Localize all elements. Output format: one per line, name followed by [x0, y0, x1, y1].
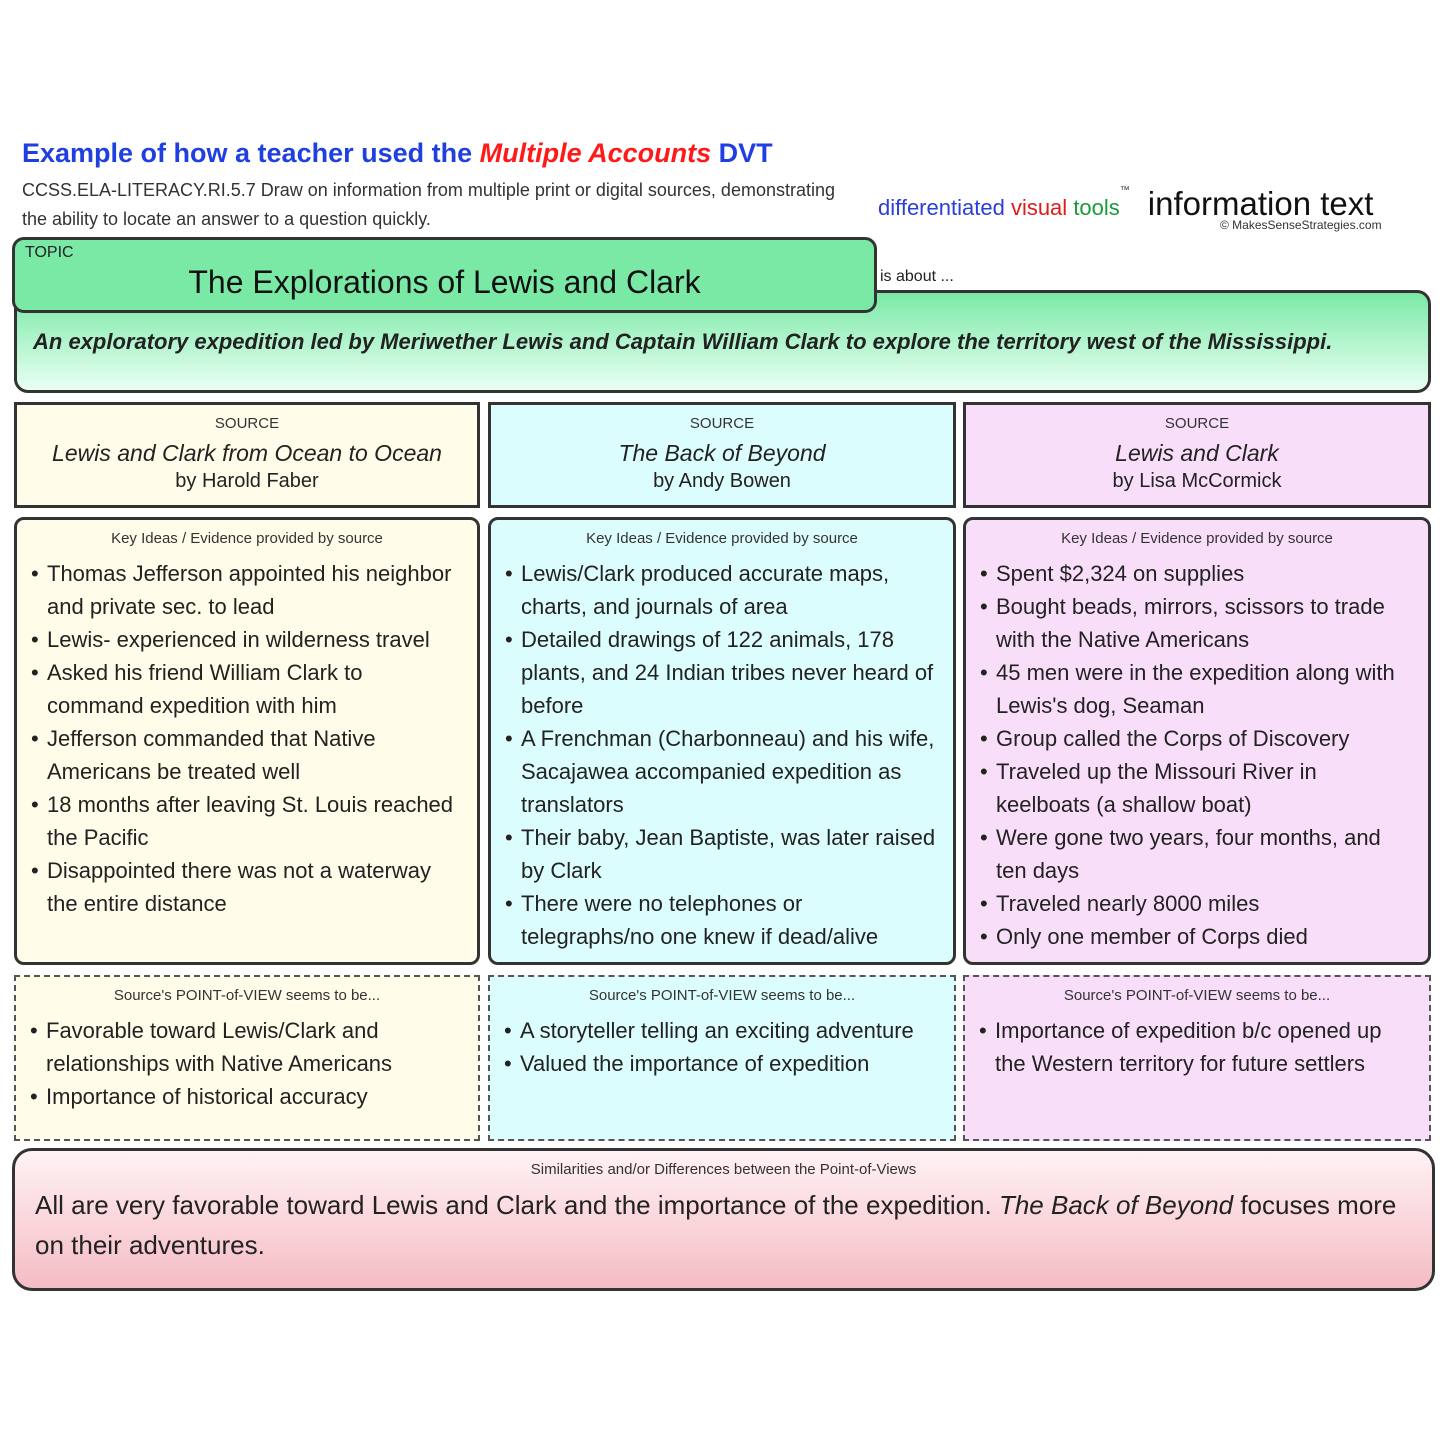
key-idea-item: 18 months after leaving St. Louis reache… [31, 788, 463, 854]
pov-item: A storyteller telling an exciting advent… [504, 1014, 940, 1047]
brand-logo: differentiated visual tools™ information … [878, 185, 1373, 223]
brand-word-2: visual [1010, 195, 1068, 220]
pov-item: Favorable toward Lewis/Clark and relatio… [30, 1014, 464, 1080]
about-text: An exploratory expedition led by Meriwet… [33, 329, 1333, 354]
key-ideas-list: Lewis/Clark produced accurate maps, char… [505, 557, 939, 953]
pov-box-2: Source's POINT-of-VIEW seems to be... A … [488, 975, 956, 1141]
key-idea-item: Disappointed there was not a waterway th… [31, 854, 463, 920]
similarities-text-main: All are very favorable toward Lewis and … [35, 1190, 999, 1220]
key-idea-item: Traveled up the Missouri River in keelbo… [980, 755, 1414, 821]
key-ideas-header: Key Ideas / Evidence provided by source [111, 530, 383, 547]
pov-header: Source's POINT-of-VIEW seems to be... [588, 987, 856, 1004]
source-title: Lewis and Clark [1115, 440, 1279, 466]
key-ideas-box-1: Key Ideas / Evidence provided by source … [14, 517, 480, 965]
key-idea-item: Bought beads, mirrors, scissors to trade… [980, 590, 1414, 656]
source-author: by Lisa McCormick [1112, 470, 1282, 492]
similarities-box: Similarities and/or Differences between … [12, 1148, 1435, 1291]
source-title: The Back of Beyond [618, 440, 826, 466]
key-idea-item: Traveled nearly 8000 miles [980, 887, 1414, 920]
key-idea-item: There were no telephones or telegraphs/n… [505, 887, 939, 953]
key-ideas-list: Thomas Jefferson appointed his neighbor … [31, 557, 463, 920]
key-idea-item: Detailed drawings of 122 animals, 178 pl… [505, 623, 939, 722]
pov-list: Favorable toward Lewis/Clark and relatio… [30, 1014, 464, 1113]
key-idea-item: Only one member of Corps died [980, 920, 1414, 953]
key-idea-item: Jefferson commanded that Native American… [31, 722, 463, 788]
pov-header: Source's POINT-of-VIEW seems to be... [113, 987, 381, 1004]
similarities-text-end: focuses more on their adventures. [35, 1190, 1397, 1260]
key-idea-item: Their baby, Jean Baptiste, was later rai… [505, 821, 939, 887]
brand-word-3: tools [1073, 195, 1120, 220]
pov-header: Source's POINT-of-VIEW seems to be... [1063, 987, 1331, 1004]
key-idea-item: A Frenchman (Charbonneau) and his wife, … [505, 722, 939, 821]
page-title: Example of how a teacher used the Multip… [22, 138, 773, 169]
pov-item: Importance of historical accuracy [30, 1080, 464, 1113]
key-idea-item: 45 men were in the expedition along with… [980, 656, 1414, 722]
similarities-label: Similarities and/or Differences between … [530, 1161, 917, 1178]
pov-box-1: Source's POINT-of-VIEW seems to be... Fa… [14, 975, 480, 1141]
pov-item: Importance of expedition b/c opened up t… [979, 1014, 1415, 1080]
copyright: © MakesSenseStrategies.com [1220, 218, 1382, 232]
pov-item: Valued the importance of expedition [504, 1047, 940, 1080]
source-label: SOURCE [214, 415, 280, 432]
topic-label: TOPIC [25, 244, 74, 261]
key-ideas-list: Spent $2,324 on supplies Bought beads, m… [980, 557, 1414, 953]
key-idea-item: Group called the Corps of Discovery [980, 722, 1414, 755]
source-card-2: SOURCE The Back of Beyond by Andy Bowen [488, 402, 956, 508]
topic-box: TOPIC The Explorations of Lewis and Clar… [12, 237, 877, 313]
source-author: by Harold Faber [175, 470, 319, 492]
source-label: SOURCE [689, 415, 755, 432]
source-title: Lewis and Clark from Ocean to Ocean [52, 440, 442, 466]
standard-text: CCSS.ELA-LITERACY.RI.5.7 Draw on informa… [22, 180, 835, 229]
source-author: by Andy Bowen [653, 470, 791, 492]
source-label: SOURCE [1164, 415, 1230, 432]
similarities-text: All are very favorable toward Lewis and … [35, 1185, 1415, 1265]
brand-word-1: differentiated [878, 195, 1005, 220]
pov-box-3: Source's POINT-of-VIEW seems to be... Im… [963, 975, 1431, 1141]
title-suffix: DVT [711, 138, 773, 168]
is-about-label: is about ... [880, 268, 954, 285]
pov-list: A storyteller telling an exciting advent… [504, 1014, 940, 1080]
key-ideas-box-3: Key Ideas / Evidence provided by source … [963, 517, 1431, 965]
topic-title: The Explorations of Lewis and Clark [188, 264, 701, 300]
key-ideas-header: Key Ideas / Evidence provided by source [586, 530, 858, 547]
key-idea-item: Were gone two years, four months, and te… [980, 821, 1414, 887]
key-idea-item: Thomas Jefferson appointed his neighbor … [31, 557, 463, 623]
source-card-3: SOURCE Lewis and Clark by Lisa McCormick [963, 402, 1431, 508]
title-accent: Multiple Accounts [479, 138, 712, 168]
pov-list: Importance of expedition b/c opened up t… [979, 1014, 1415, 1080]
key-idea-item: Asked his friend William Clark to comman… [31, 656, 463, 722]
key-ideas-box-2: Key Ideas / Evidence provided by source … [488, 517, 956, 965]
title-prefix: Example of how a teacher used the [22, 138, 480, 168]
trademark: ™ [1119, 185, 1130, 196]
source-card-1: SOURCE Lewis and Clark from Ocean to Oce… [14, 402, 480, 508]
key-idea-item: Lewis/Clark produced accurate maps, char… [505, 557, 939, 623]
subject-label: information text [1147, 185, 1374, 222]
key-idea-item: Lewis- experienced in wilderness travel [31, 623, 463, 656]
key-ideas-header: Key Ideas / Evidence provided by source [1061, 530, 1333, 547]
key-idea-item: Spent $2,324 on supplies [980, 557, 1414, 590]
similarities-book-title: The Back of Beyond [998, 1190, 1234, 1220]
